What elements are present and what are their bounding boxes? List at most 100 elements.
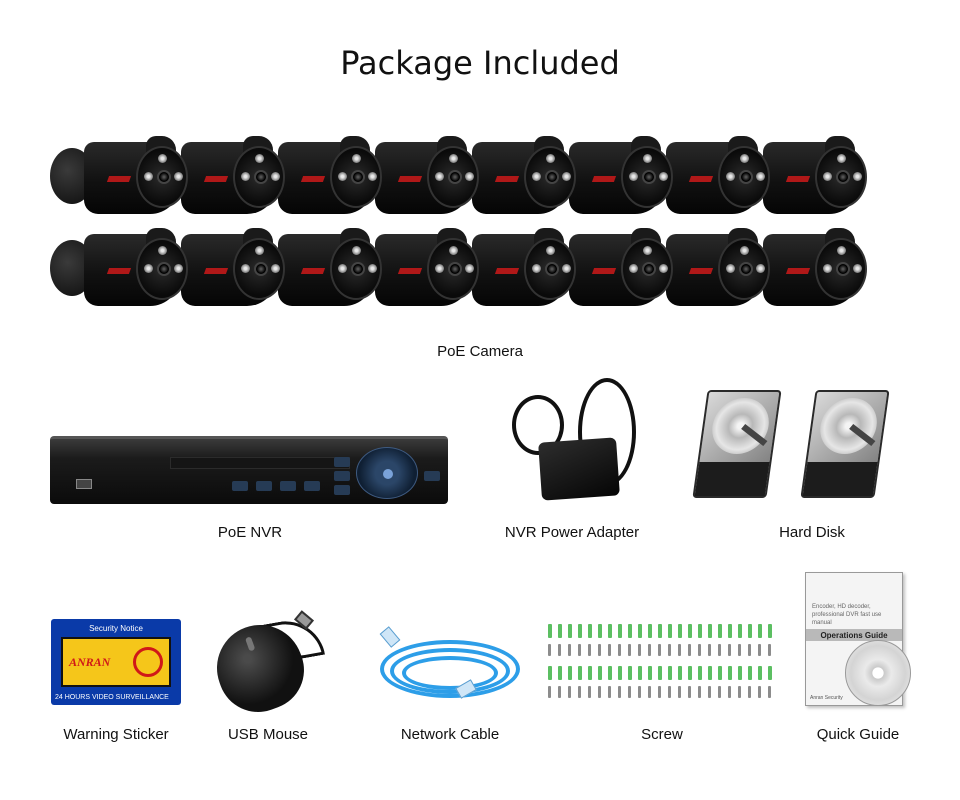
wall-anchor — [548, 666, 552, 680]
screw-item — [658, 644, 661, 656]
screw-item — [608, 644, 611, 656]
screw-item — [638, 686, 641, 698]
wall-anchor — [768, 666, 772, 680]
screw-item — [568, 644, 571, 656]
screw-item — [718, 686, 721, 698]
poe-camera-image — [50, 226, 188, 322]
warning-sticker-image: Security Notice ANRAN 24 HOURS VIDEO SUR… — [51, 619, 181, 705]
poe-camera-image — [50, 134, 188, 230]
screw-item — [698, 686, 701, 698]
screw-item — [558, 686, 561, 698]
wall-anchor — [728, 624, 732, 638]
wall-anchor — [608, 624, 612, 638]
nvr-button — [256, 481, 272, 491]
network-cable-label: Network Cable — [400, 726, 500, 743]
wall-anchor — [588, 624, 592, 638]
wall-anchor — [718, 666, 722, 680]
screw-item — [548, 686, 551, 698]
page-title: Package Included — [340, 44, 620, 82]
poe-camera-image — [438, 226, 576, 322]
wall-anchor — [748, 624, 752, 638]
wall-anchor — [748, 666, 752, 680]
wall-anchor — [598, 666, 602, 680]
poe-camera-image — [632, 226, 770, 322]
screw-item — [728, 644, 731, 656]
screw-item — [688, 686, 691, 698]
screw-item — [708, 686, 711, 698]
sticker-notice: Security Notice — [89, 624, 143, 633]
camera-row-top — [50, 134, 920, 234]
nvr-button — [280, 481, 296, 491]
wall-anchor — [638, 624, 642, 638]
nvr-dpad — [356, 447, 418, 499]
screw-item — [648, 644, 651, 656]
screw-item — [678, 686, 681, 698]
poe-camera-image — [244, 226, 382, 322]
screw-item — [678, 644, 681, 656]
screw-item — [688, 644, 691, 656]
screw-item — [628, 644, 631, 656]
wall-anchor — [698, 666, 702, 680]
sticker-footer: 24 HOURS VIDEO SURVEILLANCE — [55, 694, 169, 701]
poe-camera-image — [535, 226, 673, 322]
camera-icon — [133, 647, 163, 677]
screw-item — [748, 644, 751, 656]
wall-anchor — [758, 666, 762, 680]
nvr-button — [334, 485, 350, 495]
poe-camera-image — [632, 134, 770, 230]
screw-item — [548, 644, 551, 656]
wall-anchor — [678, 666, 682, 680]
warning-sticker-label: Warning Sticker — [63, 726, 169, 743]
nvr-button — [424, 471, 440, 481]
poe-nvr-image — [50, 436, 448, 504]
screw-item — [708, 644, 711, 656]
wall-anchor — [618, 666, 622, 680]
guide-bar-title: Operations Guide — [820, 631, 888, 640]
wall-anchor — [668, 624, 672, 638]
screw-item — [608, 686, 611, 698]
poe-camera-image — [438, 134, 576, 230]
wall-anchor — [728, 666, 732, 680]
screw-item — [748, 686, 751, 698]
wall-anchor — [658, 624, 662, 638]
screw-item — [578, 644, 581, 656]
usb-port — [76, 479, 92, 489]
screw-item — [768, 644, 771, 656]
nvr-display — [170, 457, 350, 469]
screw-item — [648, 686, 651, 698]
screw-item — [598, 644, 601, 656]
screw-item — [758, 644, 761, 656]
cd-disc-image — [845, 640, 911, 706]
wall-anchor — [628, 666, 632, 680]
nvr-button — [334, 457, 350, 467]
wall-anchor — [698, 624, 702, 638]
wall-anchor — [588, 666, 592, 680]
poe-camera-image — [729, 134, 867, 230]
wall-anchor — [578, 624, 582, 638]
wall-anchor — [568, 624, 572, 638]
usb-mouse-label: USB Mouse — [227, 726, 309, 743]
wall-anchor — [708, 624, 712, 638]
screw-item — [668, 686, 671, 698]
screw-item — [588, 644, 591, 656]
camera-row-bottom — [50, 226, 920, 326]
wall-anchor — [708, 666, 712, 680]
screw-item — [638, 644, 641, 656]
wall-anchor — [768, 624, 772, 638]
wall-anchor — [638, 666, 642, 680]
quick-guide-label: Quick Guide — [816, 726, 900, 743]
poe-camera-image — [535, 134, 673, 230]
wall-anchor — [628, 624, 632, 638]
screw-item — [718, 644, 721, 656]
wall-anchor — [678, 624, 682, 638]
sticker-brand: ANRAN — [69, 655, 111, 669]
screw-item — [588, 686, 591, 698]
screw-item — [618, 644, 621, 656]
wall-anchor — [648, 624, 652, 638]
poe-camera-image — [147, 226, 285, 322]
wall-anchor — [648, 666, 652, 680]
poe-camera-image — [341, 226, 479, 322]
wall-anchor — [688, 624, 692, 638]
nvr-power-adapter-label: NVR Power Adapter — [504, 524, 640, 541]
wall-anchor — [578, 666, 582, 680]
